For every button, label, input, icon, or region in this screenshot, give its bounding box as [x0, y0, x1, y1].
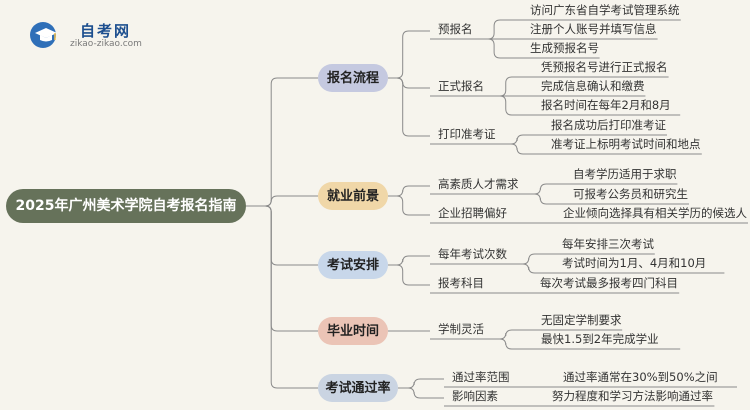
connector-line [398, 378, 444, 389]
connector-line [388, 77, 430, 137]
connector-line [246, 205, 318, 332]
connector-line [246, 205, 318, 389]
connector-line [398, 387, 444, 399]
connector-line [478, 19, 524, 40]
connector-line [478, 38, 524, 59]
connector-line [490, 76, 535, 97]
leaf-1-0-1: 可报考公务员和研究生 [573, 187, 688, 201]
leaf-4-1-0: 努力程度和学习方法影响通过率 [552, 389, 713, 403]
leaf-2-0-0: 每年安排三次考试 [562, 237, 654, 251]
leaf-4-0-0: 通过率通常在30%到50%之间 [563, 370, 718, 384]
connector-line [388, 185, 430, 197]
connector-line [490, 95, 535, 116]
leaf-2-0-1: 考试时间为1月、4月和10月 [562, 256, 707, 270]
connector-line [514, 263, 556, 274]
connector-line [514, 253, 556, 265]
subtopic-4-0: 通过率范围 [452, 370, 510, 384]
category-0: 报名流程 [318, 64, 388, 92]
leaf-1-1-0: 企业倾向选择具有相关学历的候选人 [563, 206, 747, 220]
category-3: 毕业时间 [318, 317, 388, 345]
subtopic-2-0: 每年考试次数 [438, 247, 507, 261]
connector-line [388, 77, 430, 89]
leaf-3-0-0: 无固定学制要求 [541, 313, 622, 327]
category-2: 考试安排 [318, 251, 388, 279]
logo-url: zikao-zikao.com [70, 39, 142, 49]
connector-line [388, 30, 430, 79]
subtopic-1-0: 高素质人才需求 [438, 177, 519, 191]
leaf-0-2-1: 准考证上标明考试时间和地点 [551, 137, 701, 151]
connector-line [526, 183, 567, 195]
subtopic-2-1: 报考科目 [438, 276, 484, 290]
connector-line [490, 329, 535, 340]
connector-line [502, 143, 545, 155]
connector-line [502, 134, 545, 145]
connector-line [246, 205, 318, 266]
subtopic-0-2: 打印准考证 [438, 127, 496, 141]
connector-line [388, 264, 430, 286]
leaf-1-0-0: 自考学历适用于求职 [573, 167, 677, 181]
subtopic-0-1: 正式报名 [438, 79, 484, 93]
leaf-0-0-0: 访问广东省自学考试管理系统 [530, 3, 680, 17]
category-1: 就业前景 [318, 182, 388, 210]
subtopic-1-1: 企业招聘偏好 [438, 206, 507, 220]
site-logo: 自考网 zikao-zikao.com [30, 20, 150, 50]
connector-line [246, 77, 318, 207]
connector-line [526, 193, 567, 205]
logo-title: 自考网 [80, 22, 132, 40]
leaf-0-0-2: 生成预报名号 [530, 41, 599, 55]
connector-line [246, 195, 318, 207]
leaf-0-0-1: 注册个人账号并填写信息 [530, 22, 657, 36]
connector-line [388, 195, 430, 216]
subtopic-4-1: 影响因素 [452, 389, 498, 403]
leaf-3-0-1: 最快1.5到2年完成学业 [541, 332, 659, 346]
graduation-cap-icon [35, 28, 57, 42]
subtopic-3-0: 学制灵活 [438, 322, 484, 336]
leaf-0-2-0: 报名成功后打印准考证 [551, 118, 666, 132]
category-4: 考试通过率 [318, 374, 398, 402]
connector-line [388, 255, 430, 266]
connector-line [490, 338, 535, 350]
leaf-0-1-1: 完成信息确认和缴费 [541, 79, 645, 93]
leaf-2-1-0: 每次考试最多报考四门科目 [540, 276, 678, 290]
root-topic: 2025年广州美术学院自考报名指南 [6, 189, 246, 223]
leaf-0-1-0: 凭预报名号进行正式报名 [541, 60, 668, 74]
leaf-0-1-2: 报名时间在每年2月和8月 [541, 98, 671, 112]
subtopic-0-0: 预报名 [438, 22, 473, 36]
